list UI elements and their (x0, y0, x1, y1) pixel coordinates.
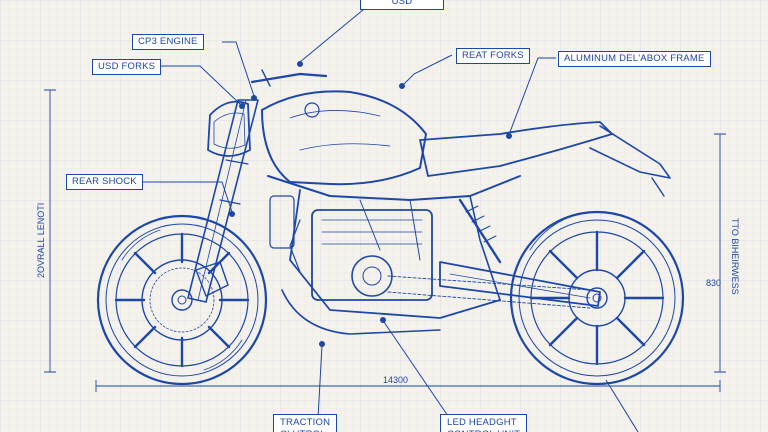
callout-led-control-unit: LED HEADGHT CONTROL UNIT (440, 414, 528, 432)
callout-usd-forks: USD FORKS (92, 59, 162, 75)
callout-leaders (134, 0, 639, 432)
dimension-wheelbase: 14300 (383, 375, 409, 385)
fuel-tank (261, 90, 427, 186)
callout-rear-shock: REAR SHOCK (66, 174, 143, 190)
callout-aluminum-frame: ALUMINUM DEL'ABOX FRAME (558, 51, 711, 67)
callout-traction-control: TRACTION CLUTROL (273, 414, 338, 432)
rear-shock-absorber (458, 198, 502, 264)
seat-and-tail (419, 121, 671, 197)
drive-chain (387, 275, 591, 309)
dimension-height-label: TTO BIHEIRWESS (730, 218, 740, 295)
front-brake-caliper (195, 261, 229, 297)
rear-wheel (509, 210, 685, 386)
usd-fork-assembly (187, 99, 259, 303)
dimension-height-value: 830 (706, 278, 722, 288)
dimension-lines (44, 89, 726, 392)
callout-cp3-engine: CP3 ENGINE (132, 34, 204, 50)
exhaust-pipe (281, 289, 441, 335)
callout-usd-top: USD (360, 0, 444, 10)
dimension-overall-length: 2OVRALL LENOTI (36, 202, 46, 278)
handlebar (250, 72, 328, 84)
cp3-engine-block (269, 195, 433, 301)
swingarm (439, 261, 601, 307)
front-wheel (96, 214, 268, 386)
headlight (207, 100, 251, 157)
callout-rear-forks: REAT FORKS (456, 48, 530, 64)
